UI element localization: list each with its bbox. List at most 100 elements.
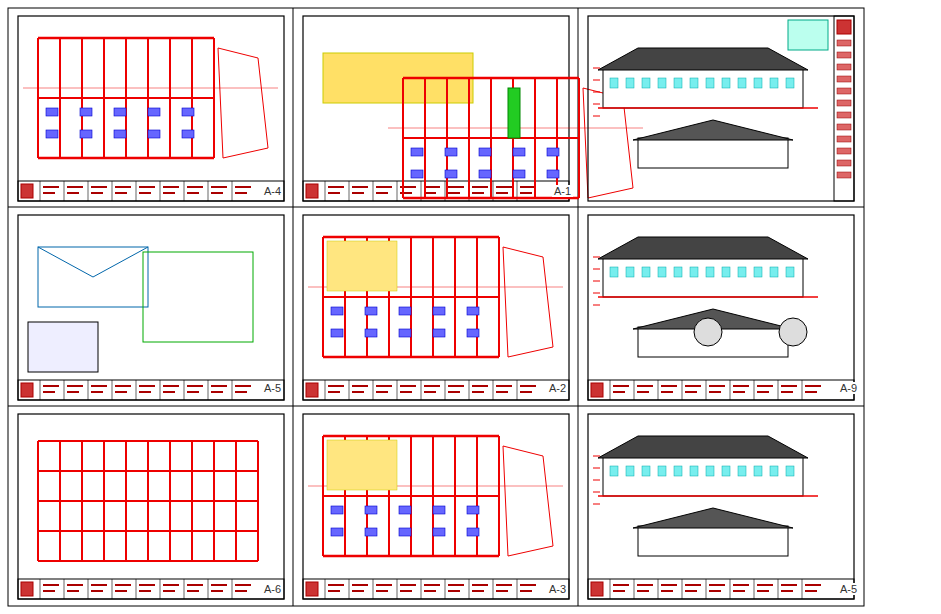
drawing-line: [373, 181, 374, 201]
drawing-line: [373, 380, 374, 400]
drawing-line: [328, 590, 340, 592]
drawing-line: [424, 385, 440, 387]
drawing-line: [781, 391, 793, 393]
drawing-line: [642, 78, 650, 88]
drawing-line: [802, 380, 803, 400]
drawing-line: [603, 257, 803, 297]
drawing-line: [593, 116, 600, 117]
drawing-line: [325, 181, 326, 201]
drawing-line: [805, 385, 821, 387]
drawing-line: [21, 184, 33, 198]
drawing-line: [613, 385, 629, 387]
drawing-line: [18, 16, 284, 201]
drawing-line: [148, 108, 160, 116]
drawing-line: [182, 130, 194, 138]
drawing-line: [331, 528, 343, 536]
drawing-line: [593, 68, 600, 69]
drawing-line: [115, 186, 131, 188]
sheet-number: A-1: [552, 185, 573, 197]
drawing-line: [496, 186, 512, 188]
drawing-line: [376, 584, 392, 586]
drawing-line: [706, 579, 707, 599]
drawing-line: [28, 322, 98, 372]
drawing-line: [331, 329, 343, 337]
drawing-line: [38, 530, 258, 532]
drawing-line: [112, 181, 113, 201]
drawing-line: [603, 68, 803, 108]
drawing-line: [770, 267, 778, 277]
drawing-line: [496, 192, 508, 194]
drawing-line: [805, 590, 817, 592]
drawing-line: [88, 380, 89, 400]
drawing-line: [208, 380, 209, 400]
drawing-line: [46, 108, 58, 116]
drawing-line: [598, 296, 818, 298]
drawing-line: [433, 307, 445, 315]
drawing-line: [211, 590, 223, 592]
drawing-line: [805, 584, 821, 586]
drawing-line: [163, 391, 175, 393]
drawing-line: [187, 192, 199, 194]
drawing-line: [709, 584, 725, 586]
drawing-line: [770, 466, 778, 476]
drawing-line: [685, 590, 697, 592]
drawing-line: [467, 506, 479, 514]
drawing-line: [328, 186, 344, 188]
drawing-line: [306, 383, 318, 397]
drawing-line: [754, 579, 755, 599]
drawing-line: [139, 590, 151, 592]
detail-circle: [779, 318, 807, 346]
drawing-line: [472, 584, 488, 586]
sheet-number: A-9: [838, 382, 859, 394]
drawing-line: [433, 528, 445, 536]
drawing-line: [685, 385, 701, 387]
drawing-line: [8, 406, 864, 407]
drawing-line: [365, 528, 377, 536]
drawing-line: [834, 16, 854, 201]
drawing-line: [43, 192, 55, 194]
drawing-line: [163, 186, 179, 188]
drawing-line: [674, 466, 682, 476]
drawing-line: [508, 88, 520, 138]
drawing-line: [21, 383, 33, 397]
drawing-line: [469, 579, 470, 599]
drawing-line: [303, 579, 569, 599]
drawing-line: [637, 385, 653, 387]
drawing-line: [208, 579, 209, 599]
drawing-line: [93, 247, 148, 277]
drawing-line: [114, 130, 126, 138]
drawing-line: [493, 380, 494, 400]
drawing-line: [520, 590, 532, 592]
drawing-line: [682, 380, 683, 400]
drawing-line: [349, 579, 350, 599]
drawing-line: [781, 385, 797, 387]
drawing-line: [448, 385, 464, 387]
drawing-line: [139, 186, 155, 188]
drawing-line: [91, 590, 103, 592]
drawing-line: [136, 380, 137, 400]
drawing-line: [637, 590, 649, 592]
drawing-line: [376, 186, 392, 188]
drawing-line: [235, 590, 247, 592]
drawing-line: [598, 436, 808, 458]
drawing-line: [323, 296, 499, 298]
drawing-line: [67, 590, 79, 592]
drawing-line: [472, 590, 484, 592]
drawing-line: [786, 466, 794, 476]
drawing-line: [38, 157, 214, 160]
drawing-line: [331, 506, 343, 514]
drawing-line: [325, 380, 326, 400]
drawing-line: [448, 584, 464, 586]
drawing-line: [403, 77, 579, 80]
drawing-line: [479, 148, 491, 156]
drawing-line: [323, 435, 499, 438]
drawing-line: [633, 508, 793, 528]
drawing-line: [187, 584, 203, 586]
drawing-line: [685, 584, 701, 586]
drawing-line: [328, 391, 340, 393]
drawing-line: [503, 247, 553, 357]
drawing-line: [633, 120, 793, 140]
drawing-line: [424, 590, 436, 592]
drawing-line: [400, 391, 412, 393]
drawing-line: [472, 192, 484, 194]
